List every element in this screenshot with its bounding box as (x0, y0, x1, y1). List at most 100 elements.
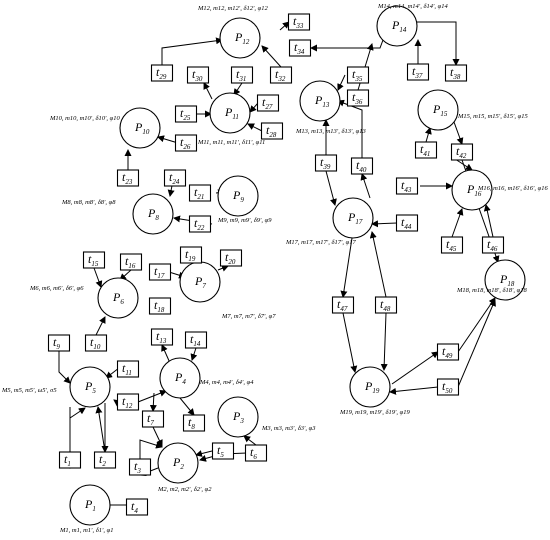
arc-14 (58, 351, 71, 384)
arc-55 (391, 351, 439, 385)
transition-box (148, 263, 172, 281)
transition-label: t6 (250, 445, 257, 461)
place-marking: M16, m16, m16', δ16', φ16 (477, 185, 548, 192)
transition-box (116, 360, 140, 378)
transition-t16: t16 (119, 253, 143, 271)
transition-label: t8 (188, 415, 195, 431)
transition-t48: t48 (374, 296, 398, 314)
transition-t32: t32 (269, 66, 293, 84)
transition-t49: t49 (436, 343, 460, 361)
transition-box (331, 296, 355, 314)
place-marking: M1, m1, m1', δ1', φ1 (59, 527, 113, 534)
transition-label: t3 (134, 459, 141, 475)
transition-box (406, 63, 430, 81)
transition-t30: t30 (186, 66, 210, 84)
place-circle (159, 357, 201, 399)
place-marking: M14, m14, m14', δ14', φ14 (377, 3, 448, 10)
transition-box (128, 458, 152, 476)
transition-t31: t31 (230, 66, 254, 84)
transition-t39: t39 (314, 154, 338, 172)
transition-box (287, 13, 311, 31)
transition-t14: t14 (184, 331, 208, 349)
transition-label: t1 (64, 452, 71, 468)
transition-label: t13 (156, 329, 167, 345)
arc-19 (161, 344, 171, 364)
arc-36 (203, 82, 213, 100)
transition-box (436, 343, 460, 361)
transition-box (260, 122, 284, 140)
transition-label: t37 (412, 64, 423, 80)
arc-10 (179, 397, 195, 416)
transition-t20: t20 (219, 249, 243, 267)
transition-box (186, 66, 210, 84)
arc-62 (360, 173, 371, 199)
arc-52 (369, 231, 387, 298)
transition-t17: t17 (148, 263, 172, 281)
place-marking: M15, m15, m15', δ15', φ15 (457, 113, 528, 120)
transition-box (174, 134, 198, 152)
transition-box (163, 169, 187, 187)
transition-t7: t7 (141, 410, 165, 428)
transition-box (58, 451, 82, 469)
transition-label: t9 (53, 335, 60, 351)
transition-t10: t10 (84, 334, 108, 352)
transition-t5: t5 (211, 442, 235, 460)
transition-box (116, 393, 140, 411)
transition-label: t32 (275, 67, 286, 83)
transition-label: t2 (99, 452, 106, 468)
transition-t9: t9 (47, 334, 71, 352)
transition-box (116, 169, 140, 187)
transition-box (374, 296, 398, 314)
place-marking: M2, m2, m2', δ2', φ2 (157, 486, 212, 493)
transition-label: t34 (294, 40, 305, 56)
transition-t8: t8 (182, 414, 206, 432)
transition-t50: t50 (436, 378, 460, 396)
transition-box (93, 451, 117, 469)
arc-2 (95, 406, 106, 453)
transition-box (174, 105, 198, 123)
place-circle (484, 259, 526, 301)
transition-label: t44 (401, 215, 412, 231)
transition-box (440, 236, 464, 254)
transition-label: t26 (180, 135, 191, 151)
transition-box (444, 64, 468, 82)
transition-label: t4 (131, 499, 138, 515)
transition-label: t17 (154, 264, 165, 280)
transition-box (288, 39, 312, 57)
place-circle (332, 197, 374, 239)
transition-t21: t21 (188, 184, 212, 202)
transition-label: t24 (169, 170, 180, 186)
transition-label: t25 (180, 106, 191, 122)
place-circle (69, 366, 111, 408)
transition-t41: t41 (414, 141, 438, 159)
transition-label: t41 (420, 142, 430, 158)
transition-label: t14 (190, 332, 201, 348)
place-marking: M4, m4, m4', δ4', φ4 (199, 379, 254, 386)
transition-label: t39 (320, 155, 331, 171)
place-marking: M9, m9, m9', δ9', φ9 (217, 217, 272, 224)
place-marking: M19, m19, m19', δ19', φ19 (339, 409, 410, 416)
place-marking: M12, m12, m12', δ12', φ12 (197, 5, 268, 12)
arc-59 (451, 208, 464, 238)
arc-32 (157, 135, 179, 144)
transition-t3: t3 (128, 458, 152, 476)
transition-t34: t34 (288, 39, 312, 57)
transition-label: t28 (266, 123, 277, 139)
transition-t23: t23 (116, 169, 140, 187)
transition-t18: t18 (148, 297, 172, 315)
place-marking: M7, m7, m7', δ7', φ7 (221, 313, 276, 320)
transition-t38: t38 (444, 64, 468, 82)
transition-t33: t33 (287, 13, 311, 31)
transition-label: t46 (487, 237, 498, 253)
transition-box (450, 143, 474, 161)
transition-label: t15 (88, 252, 99, 268)
place-circle (217, 175, 259, 217)
transition-box (82, 251, 106, 269)
arc-58 (389, 386, 439, 395)
transition-t46: t46 (481, 236, 505, 254)
transition-box (188, 215, 212, 233)
